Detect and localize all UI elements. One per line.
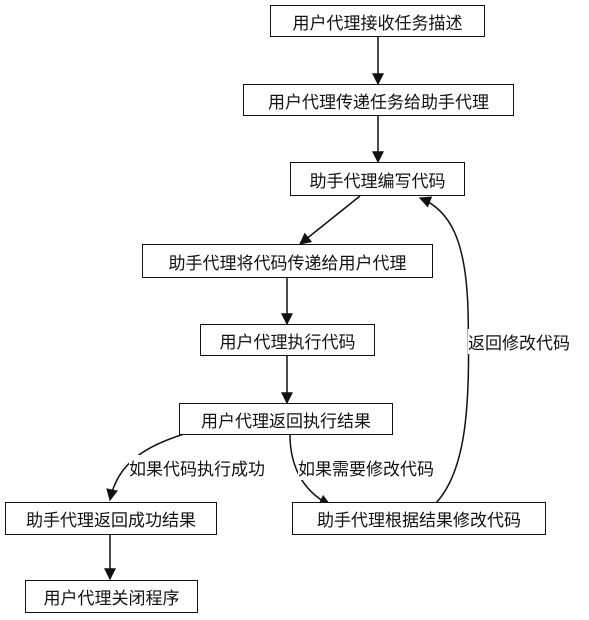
node-execute-code: 用户代理执行代码 xyxy=(200,324,375,356)
node-pass-code: 助手代理将代码传递给用户代理 xyxy=(142,244,433,278)
edge-label-success: 如果代码执行成功 xyxy=(129,455,265,480)
node-close-program: 用户代理关闭程序 xyxy=(25,580,198,613)
node-execute-code-label: 用户代理执行代码 xyxy=(219,332,356,353)
node-modify-code: 助手代理根据结果修改代码 xyxy=(292,502,546,535)
edge-n8-n3 xyxy=(418,196,470,505)
node-write-code-label: 助手代理编写代码 xyxy=(309,171,446,192)
node-pass-code-label: 助手代理将代码传递给用户代理 xyxy=(168,253,407,274)
node-receive-task-label: 用户代理接收任务描述 xyxy=(292,13,463,34)
edge-n3-n4 xyxy=(299,195,361,245)
node-return-result: 用户代理返回执行结果 xyxy=(179,403,393,435)
node-pass-task-label: 用户代理传递任务给助手代理 xyxy=(268,92,489,113)
node-return-success: 助手代理返回成功结果 xyxy=(5,502,217,535)
node-close-program-label: 用户代理关闭程序 xyxy=(43,589,180,609)
node-return-result-label: 用户代理返回执行结果 xyxy=(201,411,371,432)
node-pass-task: 用户代理传递任务给助手代理 xyxy=(243,84,514,116)
edge-label-need-fix: 如果需要修改代码 xyxy=(298,455,434,480)
node-write-code: 助手代理编写代码 xyxy=(290,162,465,196)
node-modify-code-label: 助手代理根据结果修改代码 xyxy=(317,511,521,531)
node-return-success-label: 助手代理返回成功结果 xyxy=(26,511,196,531)
node-receive-task: 用户代理接收任务描述 xyxy=(270,5,485,37)
edge-label-back-to-code: 返回修改代码 xyxy=(468,329,570,354)
